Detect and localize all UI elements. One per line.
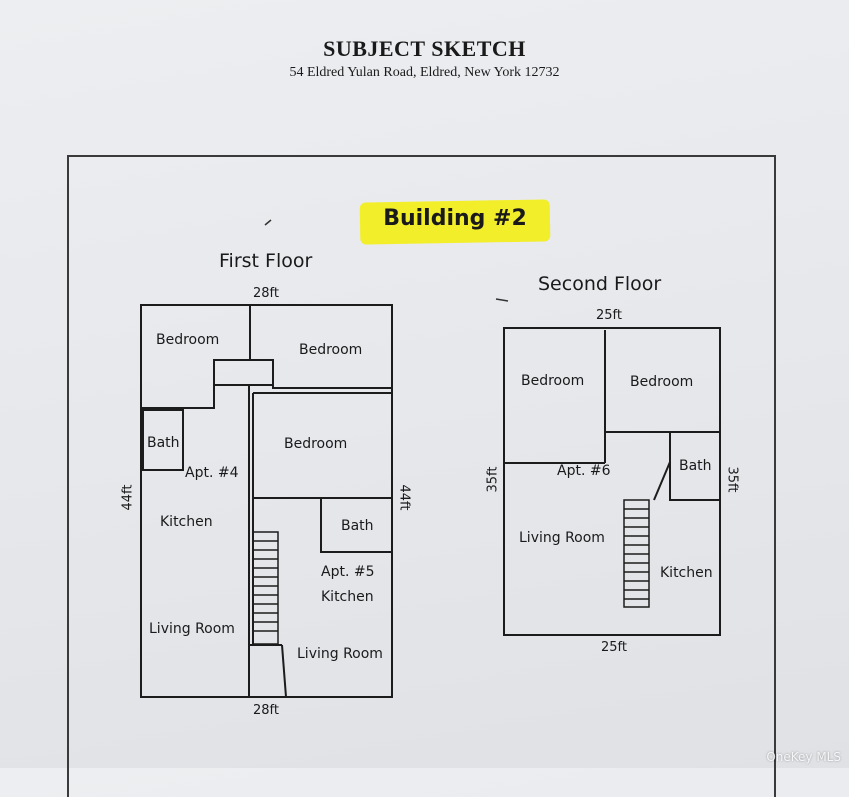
- room-label-living-room: Living Room: [149, 621, 235, 637]
- first-floor-outline: [140, 304, 393, 698]
- sketch-frame: [67, 155, 776, 797]
- second-floor-dim-right: 35ft: [724, 466, 740, 493]
- apartment-label-4: Apt. #4: [185, 465, 239, 481]
- second-floor-dim-left: 35ft: [485, 466, 501, 493]
- first-floor-title: First Floor: [219, 250, 313, 272]
- room-label-bedroom: Bedroom: [156, 332, 220, 348]
- room-label-kitchen: Kitchen: [660, 565, 713, 581]
- wall: [669, 432, 720, 501]
- bath-a-outline: [142, 409, 184, 471]
- watermark: OneKey MLS: [766, 750, 841, 764]
- wall: [250, 359, 392, 389]
- first-floor-dim-top: 28ft: [253, 286, 279, 301]
- floor-plan-drawing: [140, 219, 721, 698]
- room-label-kitchen: Kitchen: [160, 514, 213, 530]
- room-label-bath: Bath: [679, 458, 712, 474]
- room-label-bedroom: Bedroom: [299, 342, 363, 358]
- second-floor-dim-bottom: 25ft: [601, 640, 627, 655]
- address-subtitle: 54 Eldred Yulan Road, Eldred, New York 1…: [289, 65, 560, 80]
- page-title: SUBJECT SKETCH: [323, 36, 526, 61]
- room-label-bedroom: Bedroom: [521, 373, 585, 389]
- second-floor-title: Second Floor: [538, 273, 662, 295]
- wall: [141, 305, 251, 409]
- bath-b-outline: [320, 497, 393, 553]
- first-floor-dim-bottom: 28ft: [253, 703, 279, 718]
- second-floor-outline: [503, 327, 721, 636]
- apartment-label-5: Apt. #5: [321, 564, 375, 580]
- room-label-bath: Bath: [341, 518, 374, 534]
- pen-marks: [264, 219, 509, 302]
- first-floor-dim-right: 44ft: [396, 484, 412, 511]
- second-floor-stairs: [623, 499, 650, 608]
- room-label-bedroom: Bedroom: [630, 374, 694, 390]
- room-label-bath: Bath: [147, 435, 180, 451]
- first-floor-stairs: [252, 531, 279, 645]
- room-label-bedroom: Bedroom: [284, 436, 348, 452]
- room-label-living-room: Living Room: [297, 646, 383, 662]
- wall: [281, 644, 287, 698]
- room-label-living-room: Living Room: [519, 530, 605, 546]
- second-floor-dim-top: 25ft: [596, 308, 622, 323]
- building-label: Building #2: [383, 206, 527, 231]
- room-label-kitchen: Kitchen: [321, 589, 374, 605]
- first-floor-dim-left: 44ft: [120, 484, 136, 511]
- apartment-label-6: Apt. #6: [557, 463, 611, 479]
- wall: [653, 461, 671, 501]
